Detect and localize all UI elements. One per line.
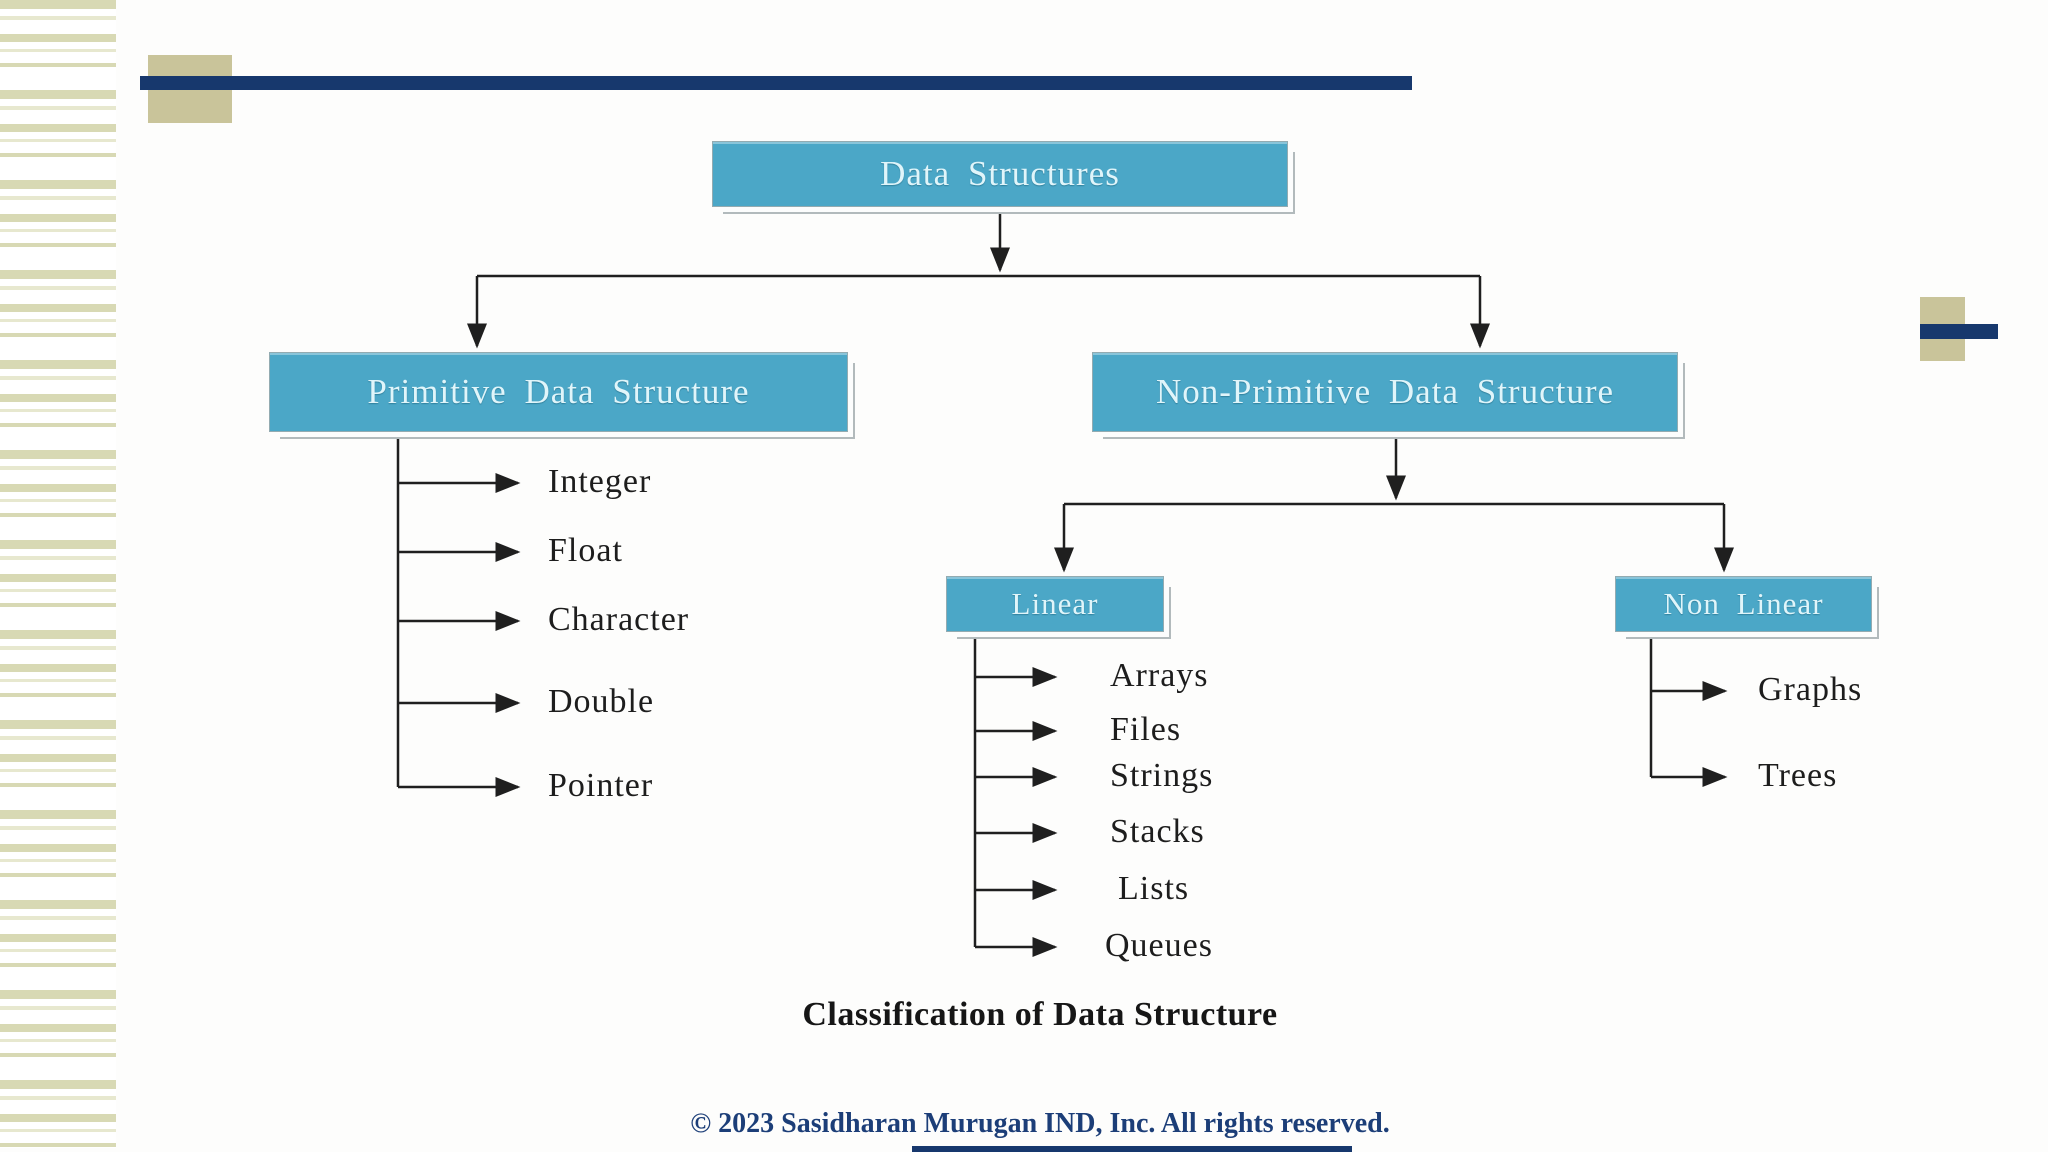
node-primitive-label: Primitive Data Structure xyxy=(367,372,750,411)
leaf-arrays: Arrays xyxy=(1110,657,1209,695)
node-non-linear-label: Non Linear xyxy=(1663,586,1824,621)
leaf-stacks: Stacks xyxy=(1110,813,1205,851)
node-data-structures-label: Data Structures xyxy=(880,154,1120,193)
top-navy-bar-decoration xyxy=(140,76,1412,90)
node-data-structures: Data Structures xyxy=(712,141,1288,207)
leaf-character: Character xyxy=(548,601,690,639)
leaf-integer: Integer xyxy=(548,463,652,501)
node-primitive-data-structure: Primitive Data Structure xyxy=(269,352,848,432)
copyright-notice: © 2023 Sasidharan Murugan IND, Inc. All … xyxy=(690,1108,1390,1139)
node-non-primitive-label: Non-Primitive Data Structure xyxy=(1155,372,1615,411)
leaf-files: Files xyxy=(1110,711,1182,749)
leaf-pointer: Pointer xyxy=(548,767,654,805)
leaf-queues: Queues xyxy=(1105,927,1213,965)
right-navy-bar-decoration xyxy=(1920,324,1998,339)
node-non-primitive-data-structure: Non-Primitive Data Structure xyxy=(1092,352,1678,432)
bottom-navy-bar-decoration xyxy=(912,1146,1352,1152)
node-linear: Linear xyxy=(946,576,1164,632)
leaf-trees: Trees xyxy=(1758,757,1838,795)
leaf-lists: Lists xyxy=(1118,870,1190,908)
leaf-double: Double xyxy=(548,683,655,721)
leaf-graphs: Graphs xyxy=(1758,671,1863,709)
leaf-float: Float xyxy=(548,532,623,570)
leaf-strings: Strings xyxy=(1110,757,1214,795)
diagram-caption: Classification of Data Structure xyxy=(802,996,1278,1033)
left-stripe-decoration xyxy=(0,0,116,1148)
node-non-linear: Non Linear xyxy=(1615,576,1872,632)
node-linear-label: Linear xyxy=(1011,586,1099,621)
